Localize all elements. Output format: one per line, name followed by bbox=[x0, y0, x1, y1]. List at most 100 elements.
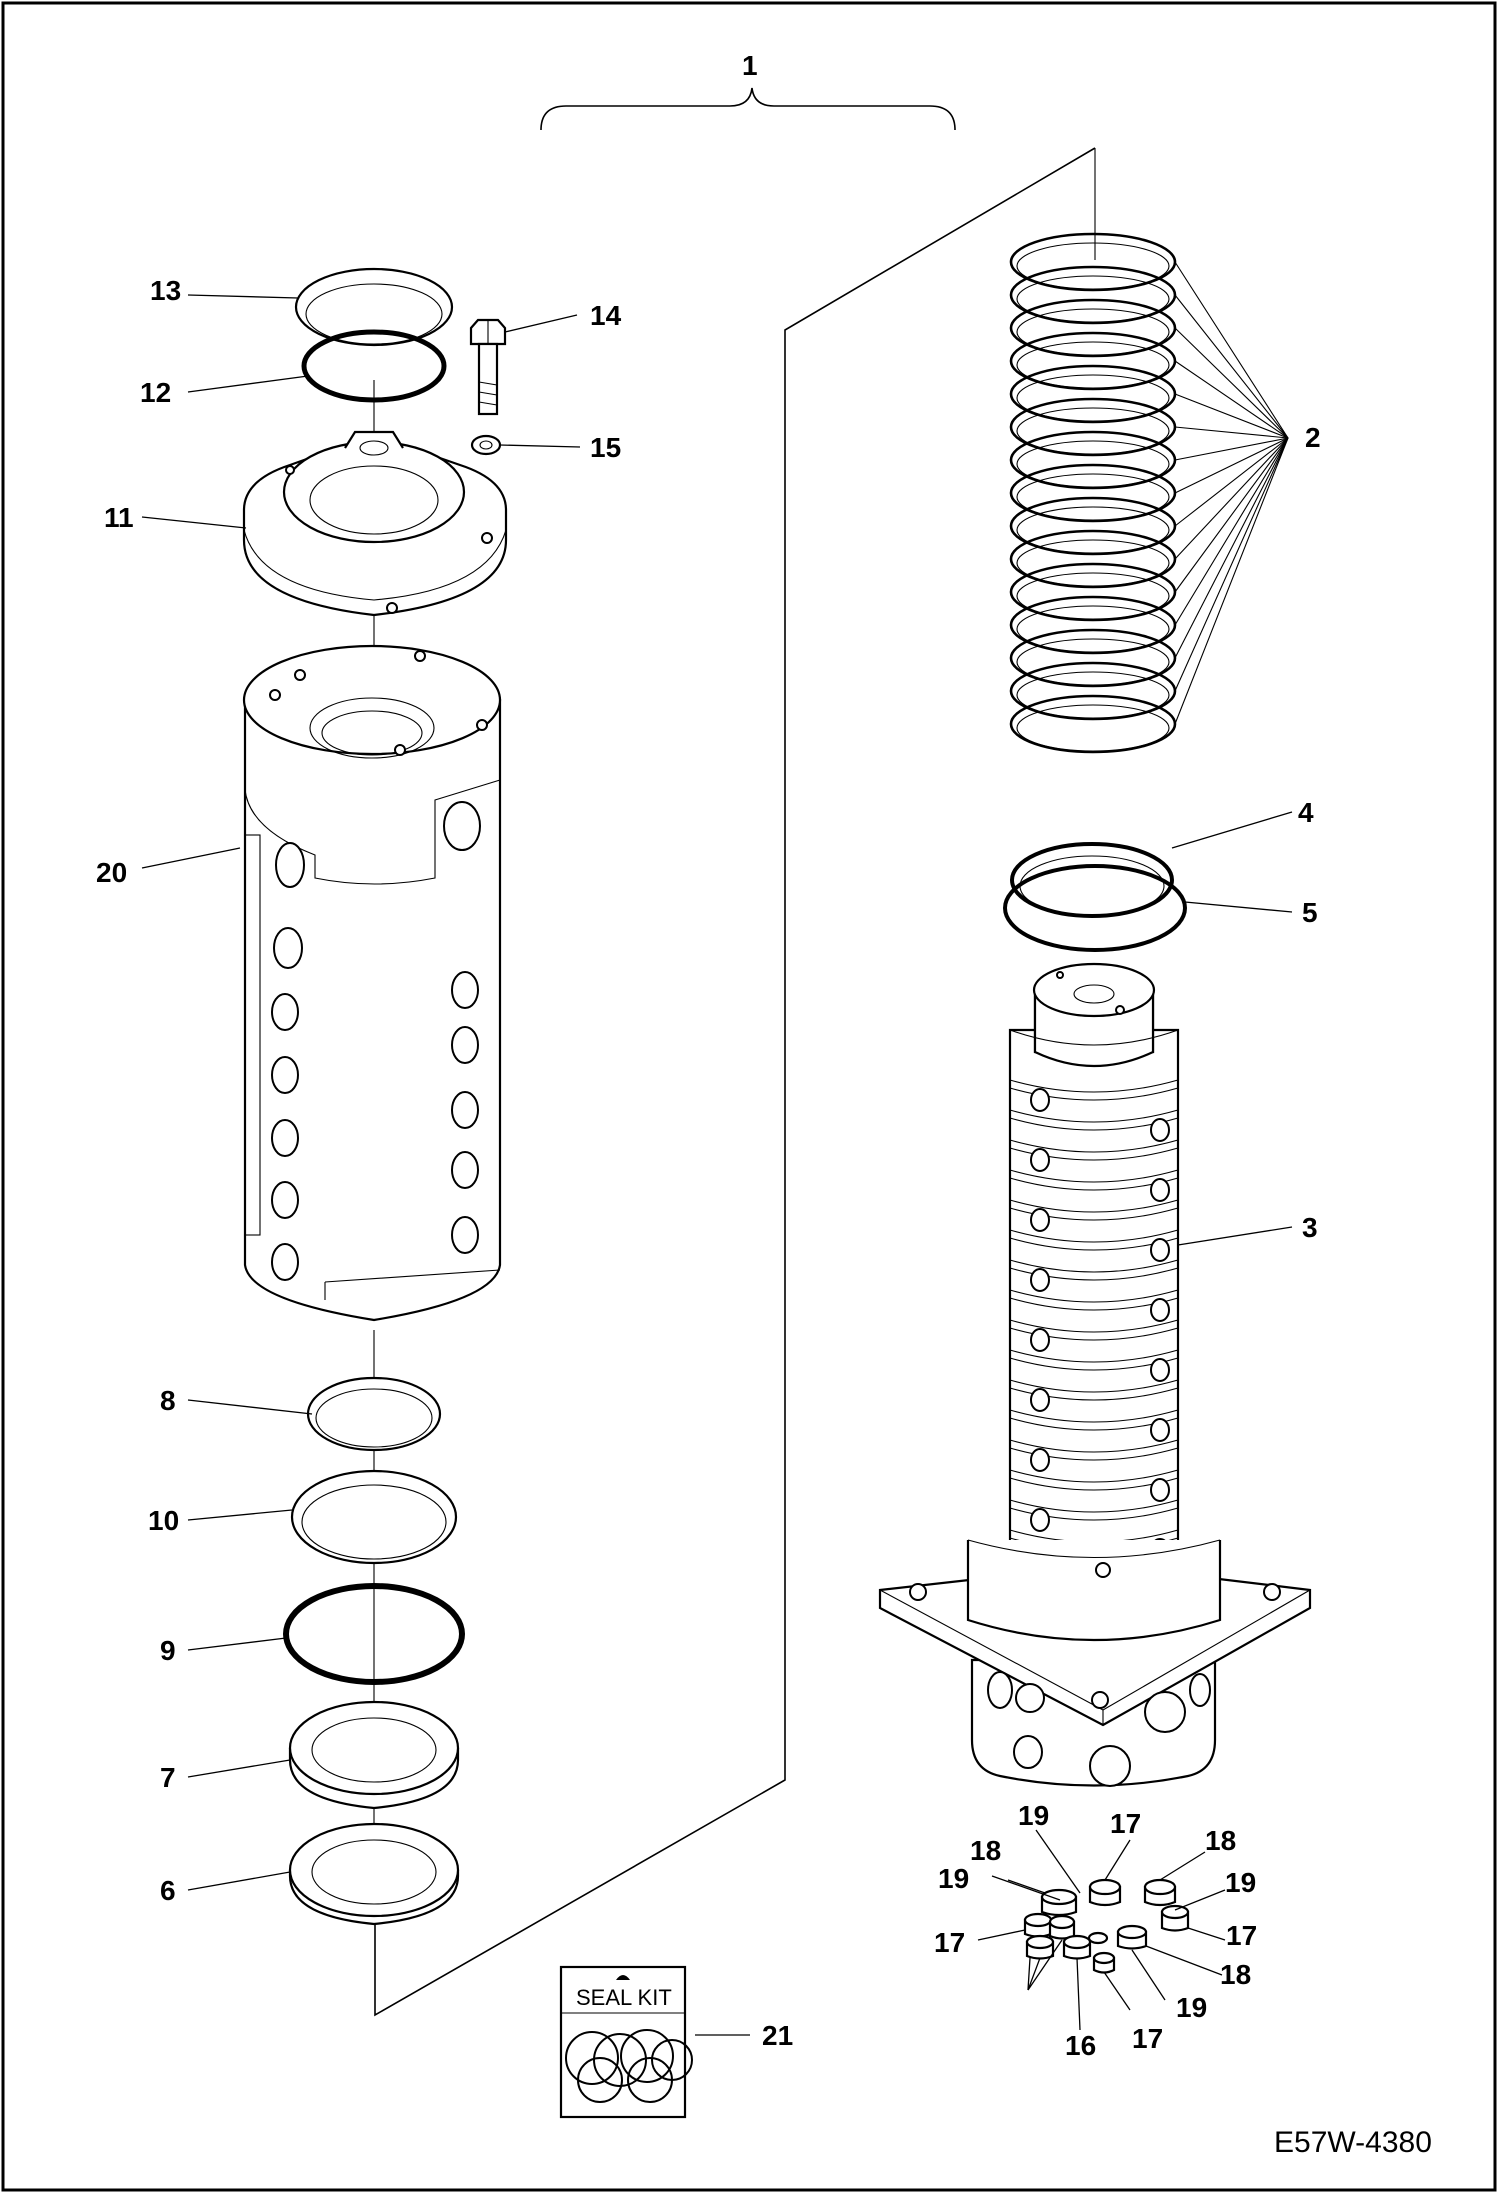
spindle-groove bbox=[1009, 1447, 1179, 1461]
part-12-oring bbox=[301, 329, 447, 403]
stack-ring-inner bbox=[1016, 440, 1170, 488]
stack-ring-inner bbox=[1016, 374, 1170, 422]
callout-19-c: 19 bbox=[938, 1863, 969, 1894]
leader-2 bbox=[1174, 360, 1289, 439]
callout-4: 4 bbox=[1298, 797, 1314, 828]
part-5-oring bbox=[1003, 864, 1187, 952]
spindle-groove bbox=[1009, 1409, 1179, 1423]
callout-17-a: 17 bbox=[1110, 1808, 1141, 1839]
spindle-groove bbox=[1009, 1147, 1179, 1161]
stack-ring-inner bbox=[1016, 407, 1170, 455]
leader-2 bbox=[1174, 437, 1289, 725]
callout-8: 8 bbox=[160, 1385, 176, 1416]
callout-13: 13 bbox=[150, 275, 181, 306]
part-14-bolt bbox=[469, 318, 507, 416]
spindle-groove bbox=[1009, 1169, 1179, 1183]
callout-1: 1 bbox=[742, 50, 758, 81]
spindle-groove bbox=[1009, 1379, 1179, 1393]
housing-ports bbox=[271, 801, 481, 1281]
spindle-groove bbox=[1009, 1349, 1179, 1363]
spindle-groove bbox=[1009, 1327, 1179, 1341]
spindle-groove bbox=[1009, 1289, 1179, 1303]
leader-2 bbox=[1174, 437, 1289, 560]
spindle-port bbox=[1150, 1478, 1170, 1502]
drawing-code: E57W-4380 bbox=[1274, 2126, 1432, 2159]
callout-6: 6 bbox=[160, 1875, 176, 1906]
spindle-port bbox=[1150, 1358, 1170, 1382]
callout-15: 15 bbox=[590, 432, 621, 463]
leader-2 bbox=[1174, 437, 1289, 527]
leader-2 bbox=[1174, 437, 1289, 692]
stack-ring-inner bbox=[1016, 473, 1170, 521]
spindle-port bbox=[1150, 1298, 1170, 1322]
leader-2 bbox=[1174, 327, 1289, 439]
part-8-ring bbox=[306, 1376, 442, 1452]
callout-17-d: 17 bbox=[1132, 2023, 1163, 2054]
callout-16: 16 bbox=[1065, 2030, 1096, 2061]
stack-ring-inner bbox=[1016, 572, 1170, 620]
callout-leaders bbox=[141, 294, 1293, 2036]
stack-ring-inner bbox=[1016, 341, 1170, 389]
spindle-groove bbox=[1009, 1507, 1179, 1521]
spindle-port bbox=[1030, 1208, 1050, 1232]
seal-kit-label: SEAL KIT bbox=[576, 1985, 672, 2010]
callout-18-a: 18 bbox=[1205, 1825, 1236, 1856]
spindle-port bbox=[1150, 1178, 1170, 1202]
spindle-groove bbox=[1009, 1439, 1179, 1453]
leader-2 bbox=[1174, 437, 1289, 659]
callout-14: 14 bbox=[590, 300, 622, 331]
spindle-groove bbox=[1009, 1267, 1179, 1281]
assembly-bracket-line bbox=[374, 147, 1096, 2017]
part-10-ring bbox=[290, 1469, 458, 1565]
spindle-groove bbox=[1009, 1109, 1179, 1123]
callout-9: 9 bbox=[160, 1635, 176, 1666]
spindle-groove bbox=[1009, 1499, 1179, 1513]
stack-ring-inner bbox=[1016, 671, 1170, 719]
callout-17-b: 17 bbox=[934, 1927, 965, 1958]
part-9-oring bbox=[283, 1583, 465, 1685]
seal-kit-box: SEAL KIT bbox=[559, 1965, 693, 2119]
leader-2 bbox=[1174, 261, 1289, 439]
callout-10: 10 bbox=[148, 1505, 179, 1536]
spindle-groove bbox=[1009, 1139, 1179, 1153]
stack-ring-inner bbox=[1016, 275, 1170, 323]
stack-ring-inner bbox=[1016, 506, 1170, 554]
spindle-groove bbox=[1009, 1199, 1179, 1213]
part-2-ring-stack bbox=[1009, 232, 1289, 754]
callout-18-b: 18 bbox=[970, 1835, 1001, 1866]
spindle-groove bbox=[1009, 1469, 1179, 1483]
part-15-washer bbox=[470, 434, 502, 456]
leader-2 bbox=[1174, 437, 1289, 461]
callout-5: 5 bbox=[1302, 897, 1318, 928]
spindle-port bbox=[1030, 1088, 1050, 1112]
part-11-cover bbox=[242, 430, 508, 617]
leader-2 bbox=[1174, 437, 1289, 593]
spindle-groove bbox=[1009, 1087, 1179, 1101]
spindle-port bbox=[1150, 1118, 1170, 1142]
part-3-base bbox=[878, 1539, 1312, 1787]
spindle-groove bbox=[1009, 1079, 1179, 1093]
stack-ring-inner bbox=[1016, 242, 1170, 290]
part-3-spindle bbox=[1008, 962, 1180, 1562]
callout-11: 11 bbox=[104, 502, 134, 533]
spindle-groove bbox=[1009, 1259, 1179, 1273]
spindle-groove bbox=[1009, 1387, 1179, 1401]
callout-7: 7 bbox=[160, 1762, 176, 1793]
part-4-ring bbox=[1010, 842, 1174, 918]
part-13-ring bbox=[294, 267, 454, 347]
spindle-port bbox=[1030, 1448, 1050, 1472]
assembly-brace bbox=[540, 87, 956, 131]
plugs-cluster bbox=[1023, 1878, 1190, 1974]
leader-2 bbox=[1174, 437, 1289, 626]
callout-17-c: 17 bbox=[1226, 1920, 1257, 1951]
leader-2 bbox=[1174, 437, 1289, 494]
part-6-washer bbox=[288, 1822, 460, 1926]
spindle-groove bbox=[1009, 1319, 1179, 1333]
callout-20: 20 bbox=[96, 857, 127, 888]
stack-ring-inner bbox=[1016, 605, 1170, 653]
leader-2 bbox=[1174, 393, 1289, 439]
stack-ring-inner bbox=[1016, 704, 1170, 752]
callout-19-a: 19 bbox=[1018, 1800, 1049, 1831]
leader-2 bbox=[1174, 294, 1289, 439]
